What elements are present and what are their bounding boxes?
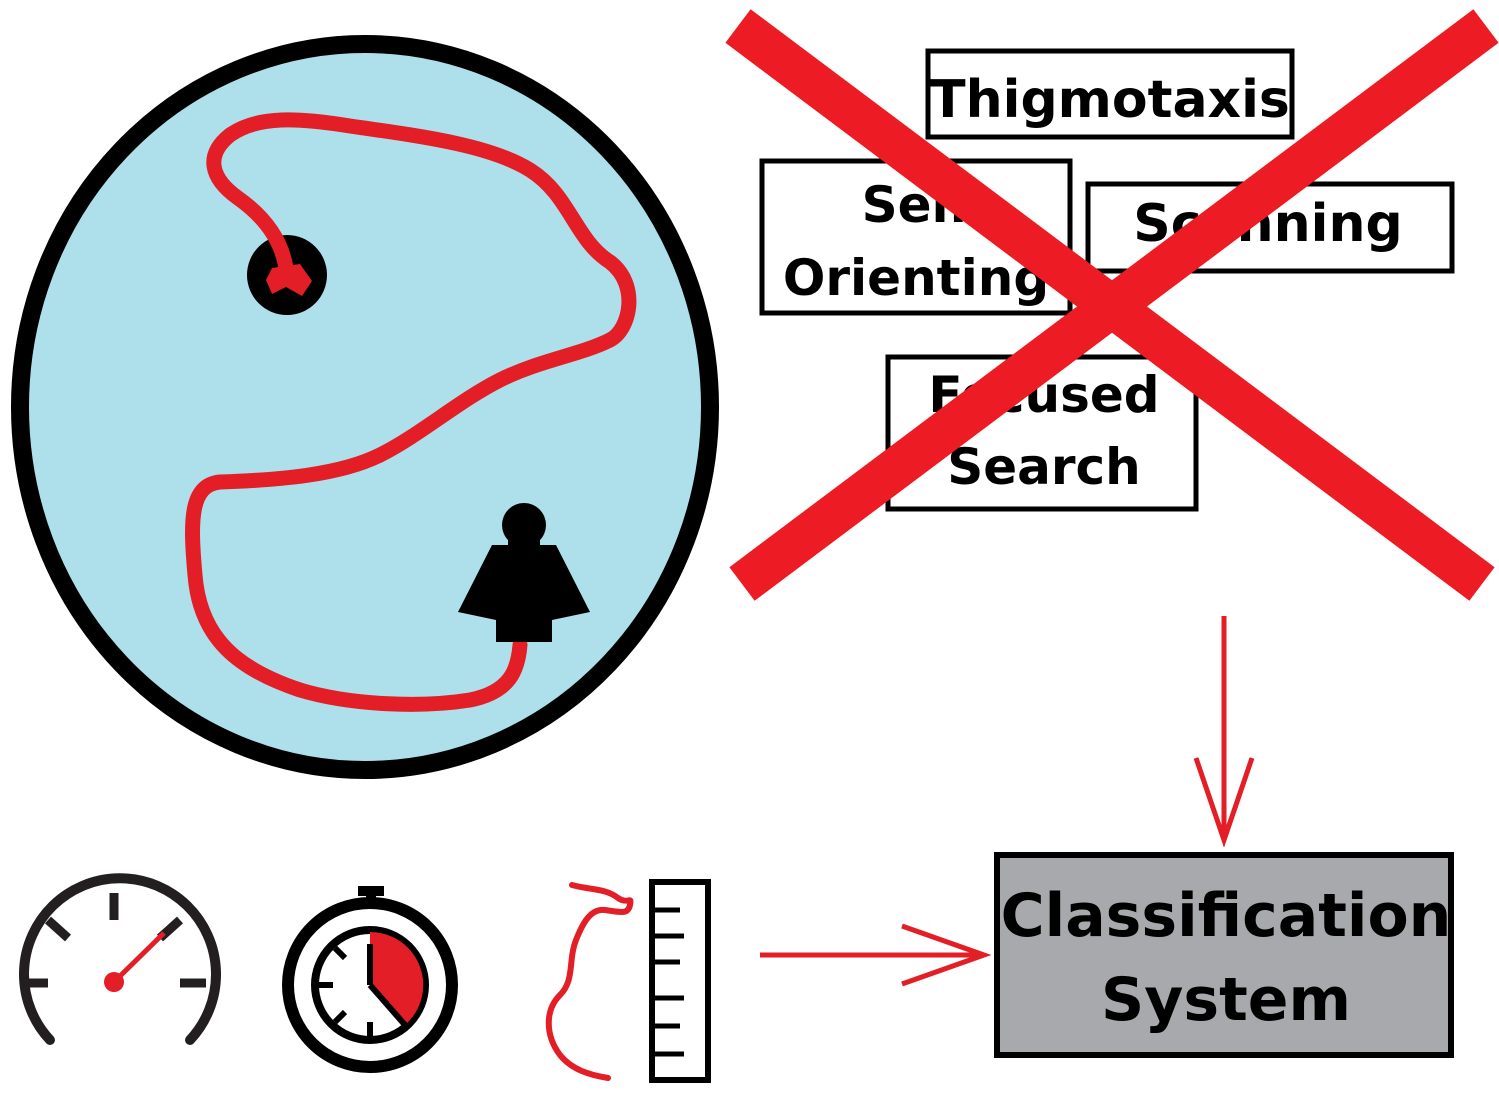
thigmotaxis-box: Thigmotaxis — [925, 48, 1295, 140]
stopwatch-icon — [282, 886, 458, 1073]
classification-system-label-line2: System — [1101, 965, 1351, 1035]
swim-path — [185, 112, 637, 712]
self-orienting-label-line2: Orienting — [783, 249, 1049, 307]
classification-system-label-line1: Classification — [1001, 881, 1452, 951]
thigmotaxis-label: Thigmotaxis — [930, 70, 1290, 130]
path-end-marker — [266, 264, 312, 296]
red-cross-out-mark — [725, 9, 1499, 601]
arrow-right — [760, 923, 992, 987]
speedometer-icon — [19, 873, 221, 1045]
focused-search-label-line2: Search — [947, 438, 1141, 496]
arrow-down — [1193, 616, 1255, 848]
classification-system-box: Classification System — [994, 852, 1454, 1058]
pool-circle — [11, 35, 719, 779]
path-length-ruler-icon — [545, 879, 711, 1083]
self-orienting-box: Self Orienting — [759, 158, 1073, 316]
water-maze-pool — [11, 35, 719, 779]
rat-start-icon — [458, 503, 590, 642]
strategy-boxes: Thigmotaxis Self Orienting Scanning Focu… — [759, 48, 1455, 512]
